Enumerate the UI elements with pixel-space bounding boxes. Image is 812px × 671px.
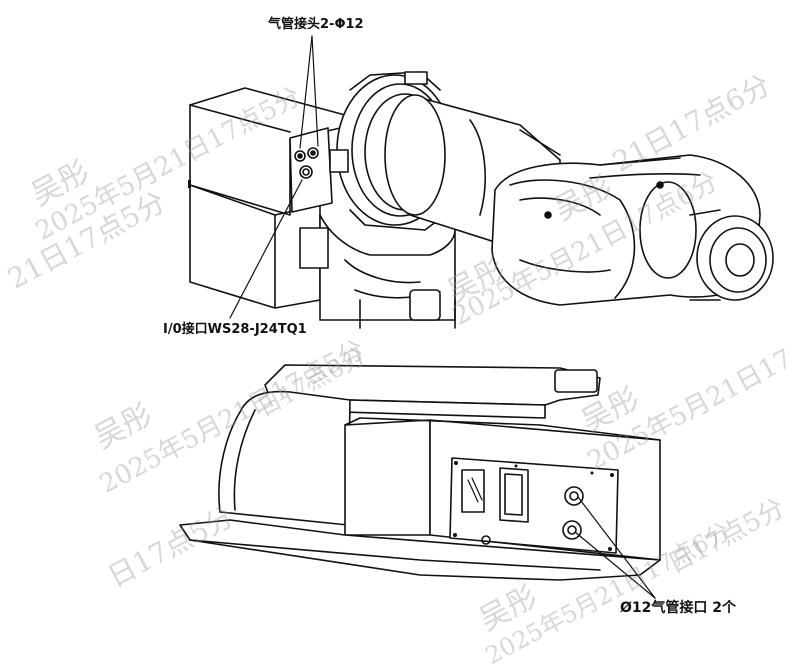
forearm — [491, 154, 761, 306]
robot-diagram: 气管接头2-Φ12 I/0接口WS28-J24TQ1 Ø12气管接口 2个 吴彤… — [2, 17, 797, 670]
wrist-flange — [689, 209, 774, 301]
io-port-label: I/0接口WS28-J24TQ1 — [163, 322, 307, 337]
bottom-base-view — [179, 364, 661, 599]
base-box — [188, 87, 346, 309]
air-fitting-label: 气管接头2-Φ12 — [268, 17, 364, 32]
top-leader-lines — [229, 35, 319, 319]
line-drawing — [179, 35, 774, 599]
top-robot-view — [188, 35, 774, 329]
shoulder-body — [299, 214, 456, 329]
air-port-bottom-label: Ø12气管接口 2个 — [620, 600, 736, 616]
air-fitting-panel — [289, 127, 333, 213]
